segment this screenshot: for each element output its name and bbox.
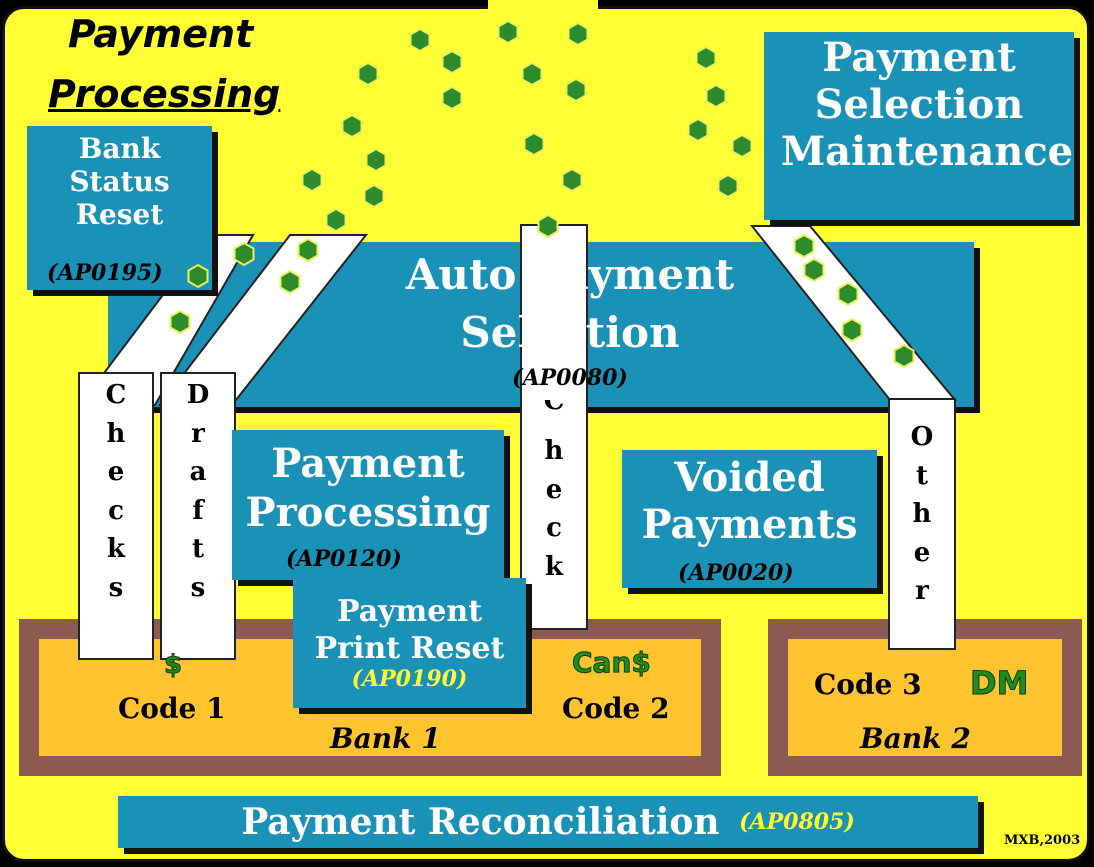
bank-status-reset-code: (AP0195)	[47, 260, 163, 286]
title-line-2: Processing	[48, 72, 281, 116]
coin-icon	[837, 281, 859, 307]
voided-payments-code: (AP0020)	[678, 560, 794, 586]
coin-icon	[363, 183, 385, 209]
coin-icon	[537, 213, 559, 239]
other-column	[888, 398, 956, 650]
coin-icon	[561, 167, 583, 193]
coin-icon	[695, 45, 717, 71]
bank-2-label: Bank 2	[860, 722, 971, 755]
deutsche-mark-symbol: DM	[969, 664, 1029, 703]
voided-payments-box: Voided Payments	[622, 450, 877, 588]
coin-icon	[441, 49, 463, 75]
coin-icon	[523, 131, 545, 157]
coin-icon	[687, 117, 709, 143]
coin-icon	[793, 233, 815, 259]
auto-payment-line1: Auto Payment	[405, 250, 735, 299]
coin-icon	[565, 77, 587, 103]
coin-icon	[441, 85, 463, 111]
coin-icon	[705, 83, 727, 109]
payment-selection-maintenance-box: Payment Selection Maintenance	[764, 32, 1074, 220]
coin-icon	[717, 173, 739, 199]
coin-icon	[357, 61, 379, 87]
coin-icon	[409, 27, 431, 53]
checks-column	[78, 372, 154, 660]
code-2-label: Code 2	[562, 692, 670, 725]
payment-processing-code: (AP0120)	[286, 546, 402, 572]
coin-icon	[169, 309, 191, 335]
coin-icon	[731, 133, 753, 159]
dollar-symbol: $	[163, 650, 183, 681]
coin-icon	[497, 19, 519, 45]
coin-icon	[841, 317, 863, 343]
coin-icon	[297, 237, 319, 263]
frame-top-tab	[488, 0, 598, 10]
payment-print-reset-box: Payment Print Reset (AP0190)	[293, 578, 526, 708]
coin-icon	[893, 343, 915, 369]
coin-icon	[341, 113, 363, 139]
coin-icon	[567, 21, 589, 47]
title-line-1: Payment	[68, 12, 254, 56]
coin-icon	[365, 147, 387, 173]
payment-reconciliation-box: Payment Reconciliation (AP0805)	[118, 796, 978, 848]
coin-icon	[803, 257, 825, 283]
coin-icon	[279, 269, 301, 295]
coin-icon	[301, 167, 323, 193]
canadian-dollar-symbol: Can$	[572, 646, 652, 680]
credit-label: MXB,2003	[1004, 833, 1081, 848]
auto-payment-code: (AP0080)	[512, 365, 628, 391]
code-3-label: Code 3	[814, 668, 922, 701]
bank-1-label: Bank 1	[330, 722, 441, 755]
coin-icon	[233, 241, 255, 267]
code-1-label: Code 1	[118, 692, 226, 725]
coin-icon	[521, 61, 543, 87]
auto-payment-line2: Selection	[460, 308, 680, 357]
coin-icon	[187, 263, 209, 289]
payment-processing-box: Payment Processing	[232, 430, 504, 580]
check-column-cap: C	[543, 400, 565, 416]
coin-icon	[325, 207, 347, 233]
bank-status-reset-box: Bank Status Reset	[27, 126, 212, 290]
